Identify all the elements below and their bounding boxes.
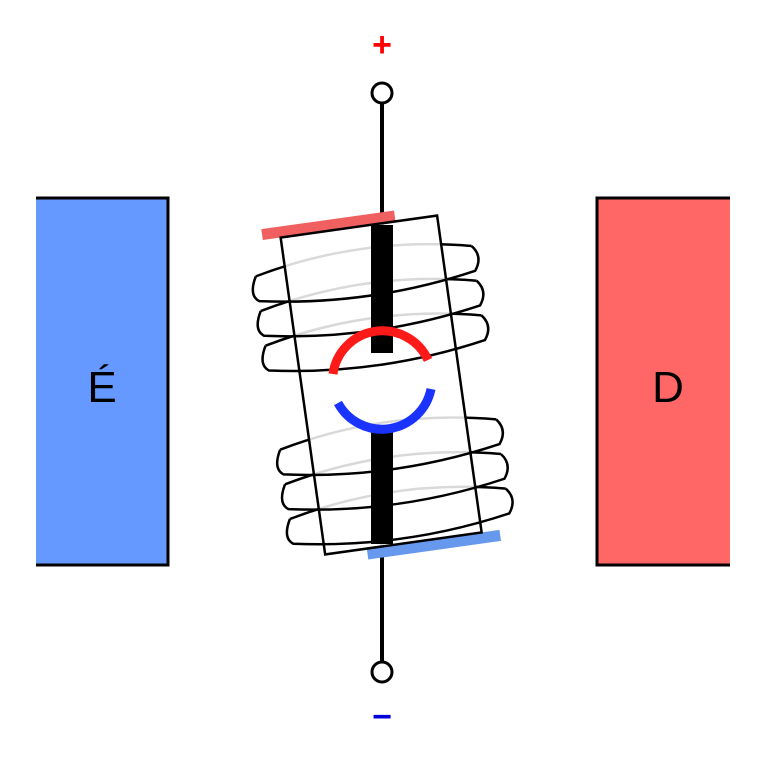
commutator-bottom-segment: [334, 387, 436, 434]
negative-terminal: [370, 660, 394, 684]
armature-bottom-pad: [366, 529, 501, 560]
right-pole-body: [595, 196, 730, 567]
upper-conductor-bar: [371, 225, 393, 353]
positive-terminal: [370, 81, 394, 105]
lower-conductor-bar: [371, 426, 393, 544]
left-pole-label: É: [87, 363, 116, 412]
left-pole-body: [36, 196, 170, 567]
right-magnet-pole: D: [595, 196, 730, 567]
commutator-top-segment: [328, 326, 433, 375]
right-pole-label: D: [652, 363, 684, 412]
positive-sign: +: [372, 26, 392, 64]
armature-top-pad: [261, 210, 396, 241]
left-magnet-pole: É: [36, 196, 170, 567]
negative-sign: −: [372, 698, 392, 736]
